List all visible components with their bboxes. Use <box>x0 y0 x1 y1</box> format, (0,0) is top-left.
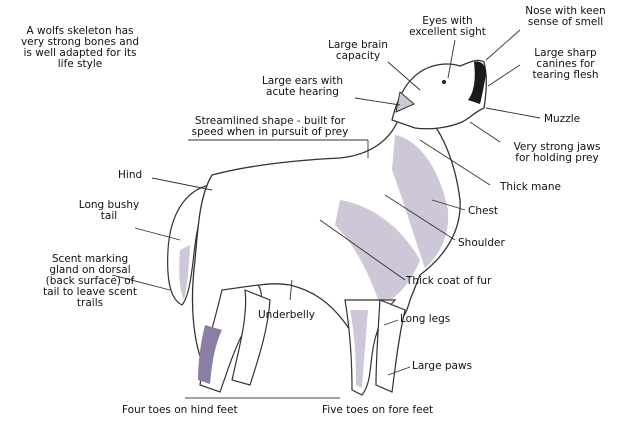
label-jaws: Very strong jaws for holding prey <box>502 142 612 164</box>
label-chest: Chest <box>468 206 498 217</box>
label-scent: Scent marking gland on dorsal (back surf… <box>40 254 140 309</box>
label-tail: Long bushy tail <box>74 200 144 222</box>
intro-text: A wolfs skeleton has very strong bones a… <box>10 26 150 70</box>
label-nose: Nose with keen sense of smell <box>518 6 613 28</box>
label-shoulder: Shoulder <box>458 238 505 249</box>
label-hind: Hind <box>118 170 142 181</box>
label-streamlined: Streamlined shape - built for speed when… <box>180 116 360 138</box>
label-fore-toes: Five toes on fore feet <box>322 405 433 416</box>
label-legs: Long legs <box>400 314 450 325</box>
label-muzzle: Muzzle <box>544 114 580 125</box>
label-mane: Thick mane <box>500 182 561 193</box>
label-ears: Large ears with acute hearing <box>250 76 355 98</box>
label-coat: Thick coat of fur <box>406 276 491 287</box>
wolf-eye <box>442 80 446 84</box>
label-paws: Large paws <box>412 361 472 372</box>
label-brain: Large brain capacity <box>318 40 398 62</box>
label-hind-toes: Four toes on hind feet <box>122 405 238 416</box>
label-canines: Large sharp canines for tearing flesh <box>518 48 613 81</box>
label-underbelly: Underbelly <box>258 310 315 321</box>
label-eyes: Eyes with excellent sight <box>400 16 495 38</box>
